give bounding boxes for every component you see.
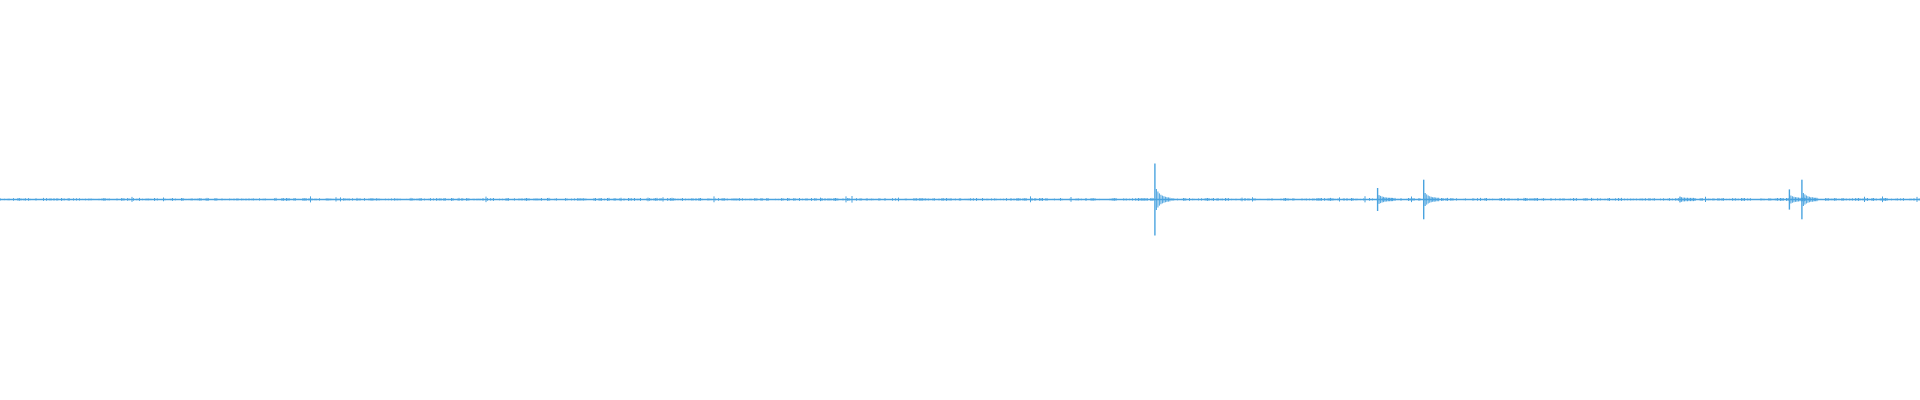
waveform-transient-tail — [1155, 189, 1171, 210]
waveform-noise-trace — [0, 196, 1920, 203]
waveform-transient-tail — [1378, 195, 1394, 204]
waveform-transient-tail — [1424, 193, 1440, 206]
waveform-transient-tail — [1802, 193, 1818, 206]
waveform-transients — [1154, 163, 1818, 236]
waveform-transient-tail — [1681, 197, 1696, 202]
